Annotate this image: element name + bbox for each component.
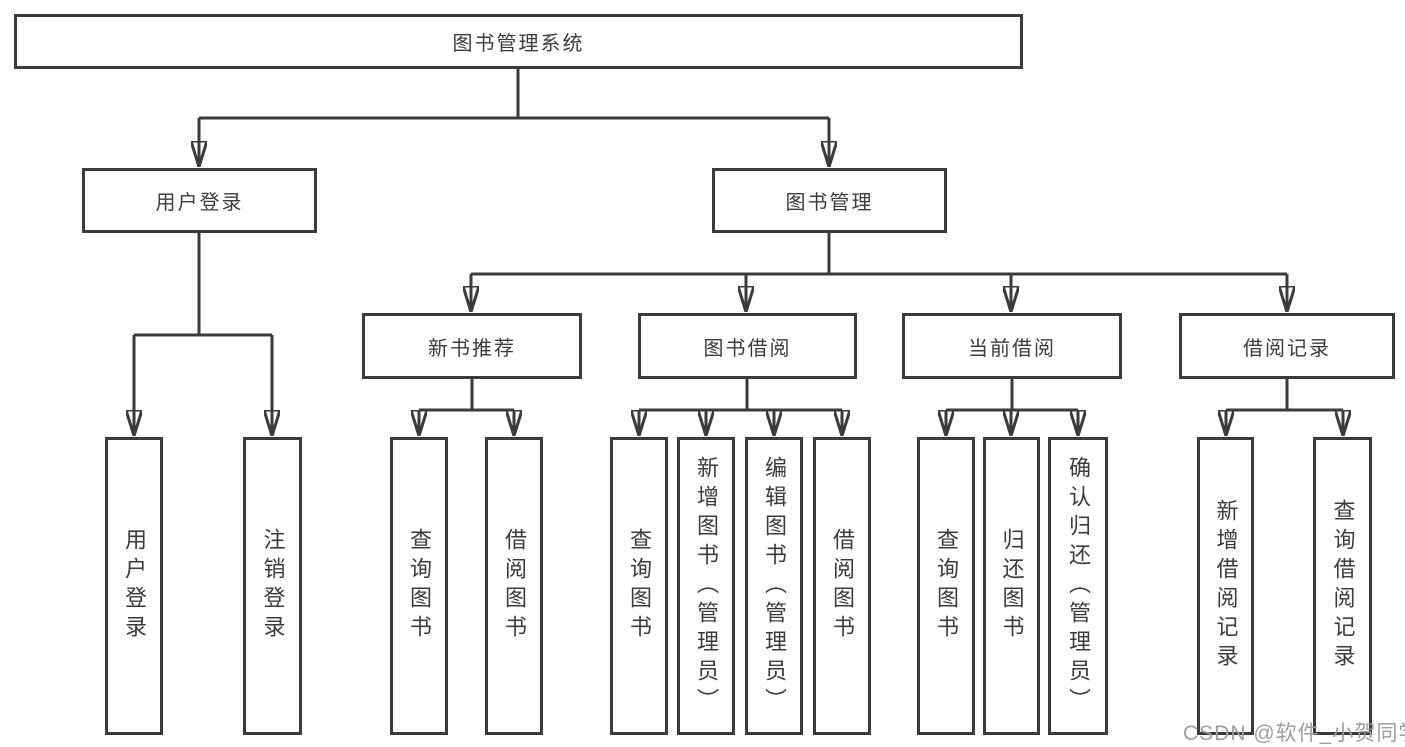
node-root-system: 图书管理系统 [14, 14, 1023, 69]
node-current-borrow-label: 当前借阅 [968, 337, 1056, 360]
leaf-query-books-1: 查询图书 [390, 437, 448, 735]
node-borrow-records-label: 借阅记录 [1243, 337, 1331, 360]
leaf-add-borrow-record-label: 新增借阅记录 [1213, 499, 1239, 673]
node-book-management-label: 图书管理 [785, 192, 874, 214]
node-book-borrow-label: 图书借阅 [703, 337, 792, 360]
node-book-borrow: 图书借阅 [638, 313, 857, 379]
leaf-user-login: 用户登录 [105, 437, 163, 735]
leaf-borrow-books-2: 借阅图书 [813, 437, 871, 735]
leaf-add-borrow-record: 新增借阅记录 [1197, 437, 1254, 735]
leaf-return-book-label: 归还图书 [999, 528, 1025, 644]
leaf-return-book: 归还图书 [983, 437, 1040, 735]
leaf-logout-login: 注销登录 [243, 437, 302, 735]
leaf-user-login-label: 用户登录 [122, 528, 147, 644]
leaf-query-books-1-label: 查询图书 [407, 528, 432, 644]
node-book-management: 图书管理 [712, 168, 947, 233]
leaf-borrow-books-2-label: 借阅图书 [830, 528, 855, 644]
leaf-add-book-admin: 新增图书（管理员） [677, 437, 735, 735]
leaf-borrow-books-1: 借阅图书 [485, 437, 543, 735]
leaf-edit-book-admin: 编辑图书（管理员） [745, 437, 803, 735]
leaf-query-borrow-record: 查询借阅记录 [1313, 437, 1372, 735]
leaf-query-borrow-record-label: 查询借阅记录 [1330, 499, 1356, 673]
leaf-confirm-return-admin-label: 确认归还（管理员） [1066, 455, 1091, 717]
leaf-query-books-3: 查询图书 [917, 437, 975, 735]
leaf-query-books-3-label: 查询图书 [934, 528, 959, 644]
leaf-add-book-admin-label: 新增图书（管理员） [694, 455, 719, 717]
leaf-query-books-2: 查询图书 [610, 437, 668, 735]
watermark-text: CSDN @软件_小贺同学 [1183, 722, 1405, 745]
node-borrow-records: 借阅记录 [1179, 313, 1395, 379]
leaf-logout-login-label: 注销登录 [260, 528, 286, 644]
node-new-book-recommend: 新书推荐 [362, 313, 582, 379]
leaf-confirm-return-admin: 确认归还（管理员） [1048, 437, 1108, 735]
node-current-borrow: 当前借阅 [902, 313, 1122, 379]
node-new-book-recommend-label: 新书推荐 [428, 337, 516, 360]
node-user-login: 用户登录 [82, 168, 317, 233]
node-user-login-label: 用户登录 [155, 192, 244, 214]
leaf-borrow-books-1-label: 借阅图书 [502, 528, 527, 644]
leaf-edit-book-admin-label: 编辑图书（管理员） [762, 455, 787, 717]
node-root-system-label: 图书管理系统 [452, 33, 585, 55]
leaf-query-books-2-label: 查询图书 [627, 528, 652, 644]
